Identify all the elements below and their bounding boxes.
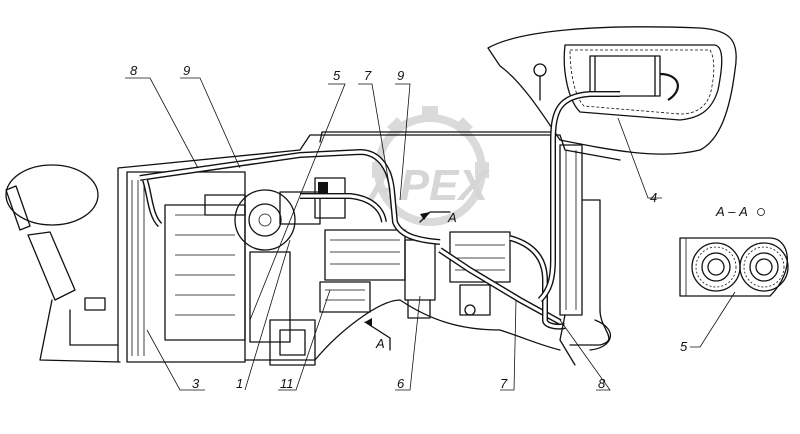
- radiator-frame: [126, 171, 246, 363]
- lower-body: [244, 299, 612, 361]
- section-marker-top-label: А: [447, 210, 457, 225]
- callout-7-top: 7: [364, 68, 372, 83]
- pulley: [234, 189, 296, 251]
- callout-9-top-left: 9: [183, 63, 190, 78]
- callout-6: 6: [397, 376, 405, 391]
- frame-member: [559, 144, 610, 366]
- engine-block: [126, 171, 316, 366]
- callout-9-top-mid: 9: [397, 68, 404, 83]
- callout-labels: 8 9 5 7 9 4 3 1 11 6 7 8 5: [130, 63, 688, 391]
- hose-lines: [139, 91, 620, 330]
- callout-5-section: 5: [680, 339, 688, 354]
- section-view-title: А – А: [715, 204, 748, 219]
- callout-8-bottom: 8: [598, 376, 606, 391]
- section-marker-bottom-label: А: [375, 336, 385, 351]
- callout-11: 11: [280, 376, 294, 391]
- hood-outline: [39, 131, 621, 363]
- section-marker-bottom: А: [364, 318, 391, 351]
- section-marker-top: А: [419, 210, 457, 225]
- callout-3: 3: [192, 376, 200, 391]
- front-engine-area: [5, 164, 119, 346]
- section-view-symbol: [757, 208, 765, 216]
- fuel-filter: [404, 239, 436, 301]
- callout-5-top: 5: [333, 68, 341, 83]
- callout-7-bottom: 7: [500, 376, 508, 391]
- injection-pump-assembly: [279, 177, 511, 319]
- section-view: А – А: [679, 204, 789, 297]
- leader-lines: [125, 77, 736, 391]
- filter-housing: [589, 55, 661, 97]
- callout-1: 1: [236, 376, 243, 391]
- callout-8-top: 8: [130, 63, 138, 78]
- callout-4: 4: [650, 190, 657, 205]
